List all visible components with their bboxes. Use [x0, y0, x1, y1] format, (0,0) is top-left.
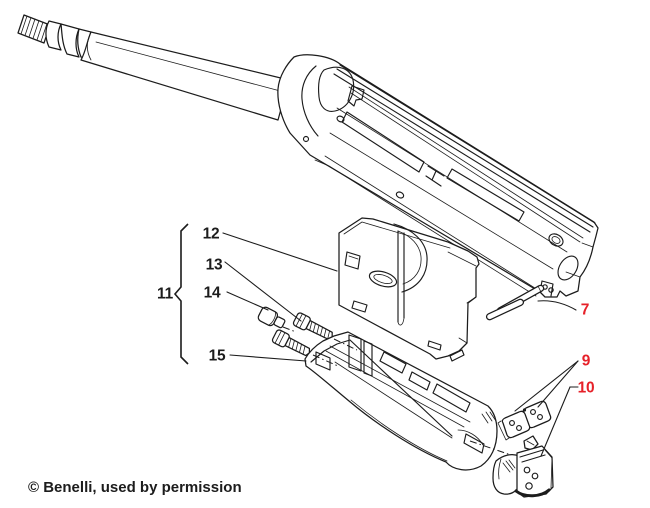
magazine-box-part	[338, 217, 480, 362]
spring-cap-part	[257, 306, 286, 329]
group-bracket	[173, 223, 189, 365]
latch-part	[492, 435, 554, 498]
part-label-12: 12	[202, 225, 220, 243]
part-label-11: 11	[157, 285, 173, 303]
part-label-13: 13	[205, 256, 223, 274]
copyright-credit: © Benelli, used by permission	[28, 479, 242, 496]
pin-part	[485, 284, 545, 321]
screw-part-lower	[271, 329, 311, 357]
barrel-part	[17, 14, 290, 121]
part-label-15: 15	[208, 347, 226, 365]
shim-plates-part	[497, 400, 552, 441]
part-label-10: 10	[577, 379, 595, 397]
leader-lines	[222, 232, 579, 457]
forend-part	[304, 331, 498, 471]
alignment-axis-lines	[282, 326, 515, 457]
part-label-9: 9	[581, 352, 591, 370]
part-label-14: 14	[203, 284, 221, 302]
part-label-7: 7	[580, 301, 590, 319]
screw-part-upper	[292, 312, 333, 341]
